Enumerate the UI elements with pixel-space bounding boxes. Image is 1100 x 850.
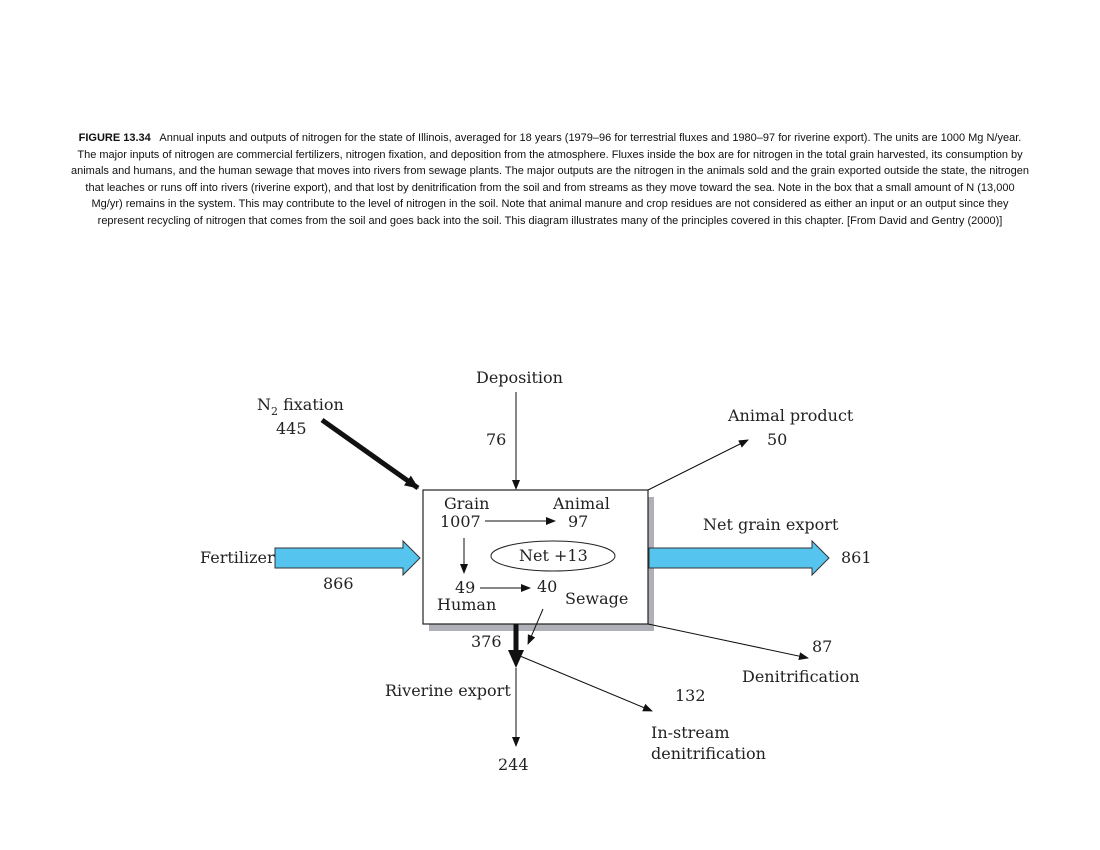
deposition-value: 76 bbox=[486, 430, 506, 449]
grain-value: 1007 bbox=[440, 512, 481, 531]
fertilizer-value: 866 bbox=[323, 574, 354, 593]
instream-denitrification-label-line1: In-stream bbox=[651, 723, 730, 742]
n2-fixation-label: N2 fixation bbox=[257, 395, 344, 418]
net-ellipse bbox=[490, 540, 616, 572]
n2-fixation-subscript: 2 bbox=[271, 405, 278, 418]
instream-denitrification-value: 132 bbox=[675, 686, 706, 705]
animal-product-value: 50 bbox=[767, 430, 787, 449]
fertilizer-label: Fertilizer bbox=[200, 548, 275, 567]
riverine-export-in-value: 376 bbox=[471, 632, 502, 651]
human-label: Human bbox=[437, 595, 496, 614]
figure-caption-text: Annual inputs and outputs of nitrogen fo… bbox=[71, 132, 1029, 227]
figure-label: FIGURE 13.34 bbox=[78, 132, 151, 144]
system-box bbox=[422, 489, 649, 625]
riverine-export-out-value: 244 bbox=[498, 755, 529, 774]
deposition-label: Deposition bbox=[476, 368, 563, 387]
n2-fixation-rest: fixation bbox=[278, 395, 344, 414]
net-grain-export-label: Net grain export bbox=[703, 515, 839, 534]
human-value: 49 bbox=[455, 578, 475, 597]
instream-denitrification-arrow bbox=[519, 655, 653, 712]
animal-value: 97 bbox=[568, 512, 588, 531]
animal-product-arrow bbox=[647, 439, 749, 491]
n2-fixation-arrow bbox=[320, 417, 420, 491]
sewage-to-river-arrow bbox=[527, 608, 544, 645]
fertilizer-arrow bbox=[274, 539, 421, 577]
sewage-value: 40 bbox=[537, 577, 557, 596]
denitrification-arrow bbox=[647, 623, 809, 661]
riverine-export-arrowhead bbox=[508, 650, 524, 668]
net-label: Net +13 bbox=[519, 546, 588, 565]
net-grain-export-arrow bbox=[648, 539, 830, 577]
n2-fixation-n: N bbox=[257, 395, 271, 414]
net-grain-export-value: 861 bbox=[841, 548, 872, 567]
denitrification-label: Denitrification bbox=[742, 667, 860, 686]
grain-label: Grain bbox=[444, 494, 489, 513]
animal-label: Animal bbox=[552, 494, 610, 513]
instream-denitrification-label-line2: denitrification bbox=[651, 744, 766, 763]
figure-caption: FIGURE 13.34 Annual inputs and outputs o… bbox=[70, 130, 1030, 229]
riverine-export-label: Riverine export bbox=[385, 681, 511, 700]
denitrification-value: 87 bbox=[812, 637, 832, 656]
sewage-label: Sewage bbox=[565, 589, 628, 608]
animal-product-label: Animal product bbox=[727, 406, 854, 425]
n2-fixation-value: 445 bbox=[276, 419, 307, 438]
